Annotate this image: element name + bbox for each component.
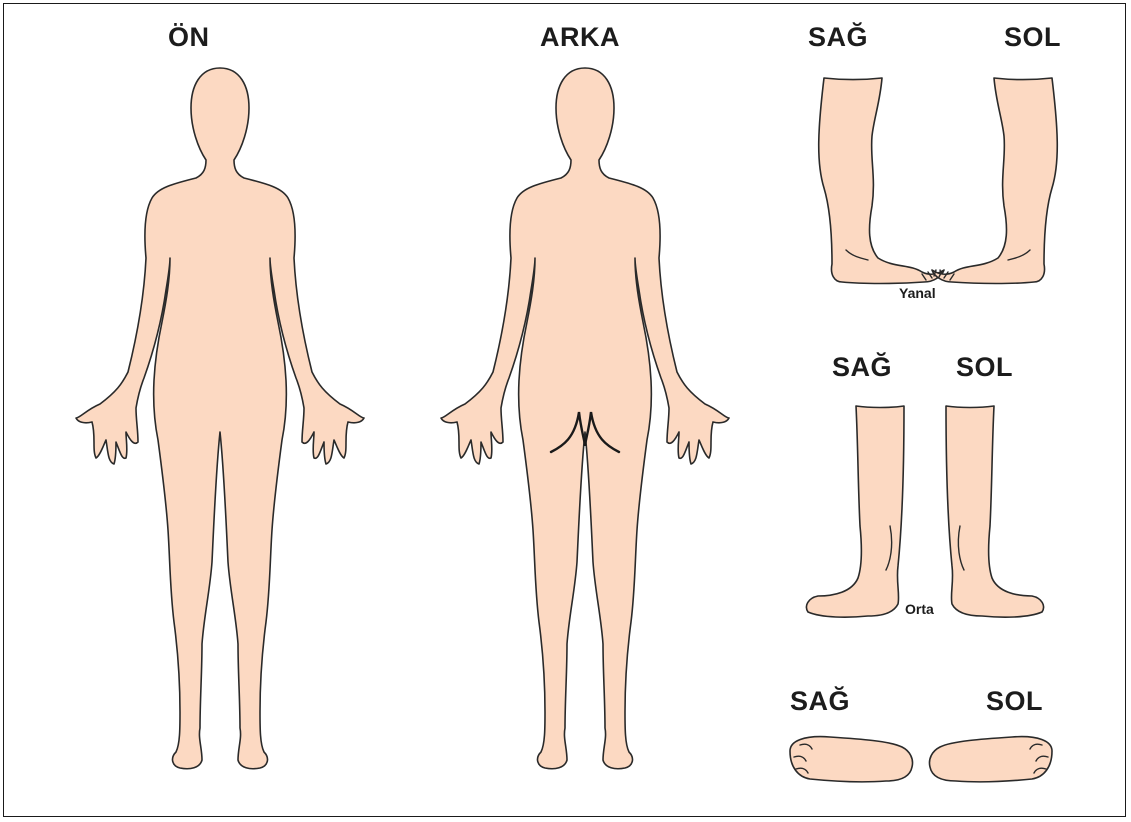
sole-left-foot[interactable] xyxy=(929,737,1052,782)
back-view-label: ARKA xyxy=(540,22,620,53)
medial-left-leg[interactable] xyxy=(946,406,1044,617)
back-body-figure[interactable] xyxy=(441,68,729,769)
lateral-left-label: SOL xyxy=(1004,22,1061,53)
front-body-figure[interactable] xyxy=(76,68,364,769)
medial-right-label: SAĞ xyxy=(832,352,892,383)
medial-caption: Orta xyxy=(905,601,934,617)
sole-right-foot[interactable] xyxy=(790,737,913,782)
lateral-left-leg[interactable] xyxy=(932,78,1057,284)
lateral-right-leg[interactable] xyxy=(819,78,944,284)
soles-left-label: SOL xyxy=(986,686,1043,717)
medial-left-label: SOL xyxy=(956,352,1013,383)
front-view-label: ÖN xyxy=(168,22,210,53)
medial-right-leg[interactable] xyxy=(806,406,904,617)
soles-right-label: SAĞ xyxy=(790,686,850,717)
lateral-caption: Yanal xyxy=(899,285,936,301)
lateral-right-label: SAĞ xyxy=(808,22,868,53)
